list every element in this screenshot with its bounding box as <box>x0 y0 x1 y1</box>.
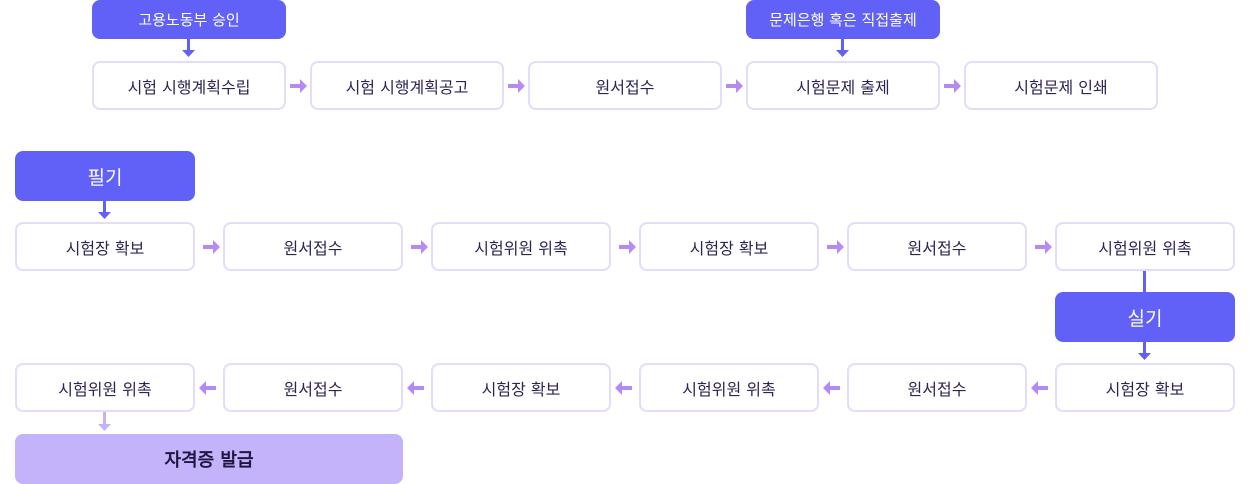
arrow-right-icon <box>411 240 428 254</box>
practical-step: 원서접수 <box>847 363 1027 412</box>
header-question-source: 문제은행 혹은 직접출제 <box>746 0 940 39</box>
arrow-right-icon <box>827 240 844 254</box>
step-application: 원서접수 <box>528 61 722 110</box>
arrow-right-icon <box>203 240 220 254</box>
arrow-down-icon <box>98 200 111 219</box>
written-step: 시험위원 위촉 <box>431 222 611 271</box>
arrow-right-icon <box>1035 240 1052 254</box>
connector-line <box>1143 271 1146 293</box>
written-step: 시험위원 위촉 <box>1055 222 1235 271</box>
written-step: 원서접수 <box>847 222 1027 271</box>
step-plan-establish: 시험 시행계획수립 <box>92 61 286 110</box>
arrow-right-icon <box>508 79 525 93</box>
step-question-print: 시험문제 인쇄 <box>964 61 1158 110</box>
arrow-left-icon <box>1031 381 1048 395</box>
step-plan-announce: 시험 시행계획공고 <box>310 61 504 110</box>
practical-step: 시험장 확보 <box>1055 363 1235 412</box>
arrow-down-icon <box>182 39 195 57</box>
arrow-right-icon <box>619 240 636 254</box>
final-certificate-issue: 자격증 발급 <box>15 434 403 484</box>
arrow-left-icon <box>199 381 216 395</box>
step-question-make: 시험문제 출제 <box>746 61 940 110</box>
written-step: 시험장 확보 <box>15 222 195 271</box>
header-ministry-approval: 고용노동부 승인 <box>92 0 286 39</box>
practical-step: 원서접수 <box>223 363 403 412</box>
arrow-left-icon <box>615 381 632 395</box>
practical-step: 시험위원 위촉 <box>15 363 195 412</box>
header-written-exam: 필기 <box>15 151 195 201</box>
written-step: 시험장 확보 <box>639 222 819 271</box>
practical-step: 시험장 확보 <box>431 363 611 412</box>
arrow-right-icon <box>944 79 961 93</box>
arrow-right-icon <box>290 79 307 93</box>
arrow-down-icon <box>1138 341 1151 360</box>
arrow-left-icon <box>823 381 840 395</box>
written-step: 원서접수 <box>223 222 403 271</box>
arrow-left-icon <box>407 381 424 395</box>
arrow-right-icon <box>726 79 743 93</box>
practical-step: 시험위원 위촉 <box>639 363 819 412</box>
arrow-down-icon <box>836 39 849 57</box>
arrow-down-icon <box>98 412 111 431</box>
header-practical-exam: 실기 <box>1055 292 1235 342</box>
